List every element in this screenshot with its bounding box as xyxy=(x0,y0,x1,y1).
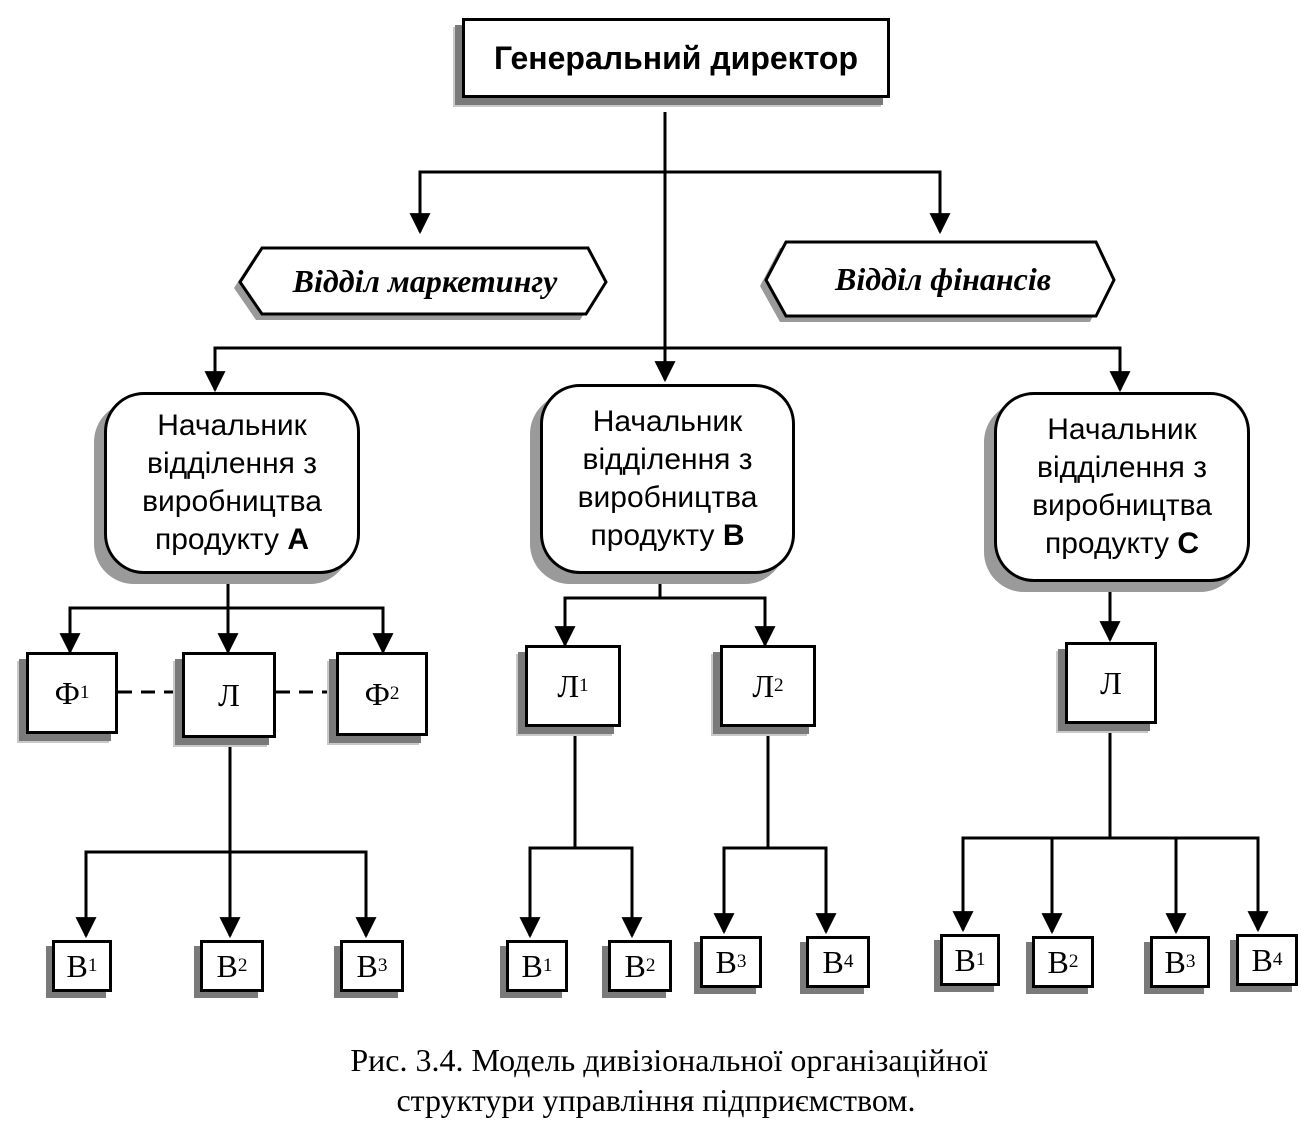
leaf-c-b3-index: 3 xyxy=(1185,951,1196,972)
head-b-product: В xyxy=(722,519,745,552)
division-c-leaf-bus xyxy=(961,836,1260,930)
leaf-c-b2-letter: В xyxy=(1047,943,1069,980)
unit-a-l-letter: Л xyxy=(218,676,240,713)
finance-shape xyxy=(764,240,1116,318)
unit-b-l1-letter: Л xyxy=(557,667,580,704)
unit-b-l1-index: 1 xyxy=(579,675,589,696)
head-b-line-2: відділення з xyxy=(582,443,753,476)
leaf-a-b2-letter: В xyxy=(216,947,238,984)
leaf-c-b3-letter: В xyxy=(1164,943,1186,980)
leaf-a-b1-index: 1 xyxy=(87,955,98,976)
unit-a-l: Л xyxy=(182,652,276,738)
head-b-line-3: виробництва xyxy=(577,481,758,514)
leaf-a-b3-letter: В xyxy=(356,947,378,984)
head-c-line-3: виробництва xyxy=(1032,489,1212,522)
leaf-b-b1-index: 1 xyxy=(542,955,553,976)
division-head-a: Начальник відділення з виробництва проду… xyxy=(104,392,360,574)
head-a-line-4: продукту xyxy=(154,523,279,556)
head-a-line-3: виробництва xyxy=(142,485,322,518)
leaf-b-b2-index: 2 xyxy=(645,955,656,976)
marketing-shape xyxy=(238,246,608,316)
unit-b-l2-letter: Л xyxy=(752,667,775,704)
head-c-line-1: Начальник xyxy=(1047,413,1197,446)
unit-a-f2-letter: Ф xyxy=(364,675,390,712)
head-a-line-1: Начальник xyxy=(157,409,307,442)
l2-leaf-bus xyxy=(722,846,828,932)
division-a-leaf-bus xyxy=(84,850,368,936)
director-label: Генеральний директор xyxy=(493,39,859,76)
leaf-b-b4-letter: В xyxy=(822,943,844,980)
division-head-c: Начальник відділення з виробництва проду… xyxy=(994,392,1250,582)
department-finance-label: Відділ фінансів xyxy=(834,260,1051,297)
leaf-c-b1-letter: В xyxy=(954,941,976,978)
leaf-b-b1-letter: В xyxy=(521,947,543,984)
unit-a-f1-index: 1 xyxy=(79,682,90,703)
head-c-line-2: відділення з xyxy=(1037,451,1207,484)
division-head-b: Начальник відділення з виробництва проду… xyxy=(540,384,795,574)
head-a-product: А xyxy=(287,523,309,556)
leaf-c-b2-index: 2 xyxy=(1068,951,1079,972)
head-b-line-4: продукту xyxy=(590,519,715,552)
division-b-bus xyxy=(563,596,767,645)
head-c-line-4: продукту xyxy=(1044,527,1169,560)
department-marketing: Відділ маркетингу xyxy=(250,248,600,314)
director-box: Генеральний директор xyxy=(462,18,890,98)
head-c-product: С xyxy=(1177,527,1199,560)
leaf-a-b2-index: 2 xyxy=(237,955,248,976)
leaf-b-b4-index: 4 xyxy=(843,951,854,972)
leaf-a-b1-letter: В xyxy=(66,947,88,984)
department-finance: Відділ фінансів xyxy=(778,242,1108,316)
head-a-line-2: відділення з xyxy=(147,447,317,480)
caption-line-1: Рис. 3.4. Модель дивізіональної організа… xyxy=(350,1042,988,1078)
leaf-b-b2-letter: В xyxy=(624,947,646,984)
head-b-line-1: Начальник xyxy=(592,405,743,438)
l1-leaf-bus xyxy=(528,846,634,936)
unit-c-l: Л xyxy=(1065,642,1157,724)
leaf-c-b4-letter: В xyxy=(1251,941,1273,978)
leaf-c-b4-index: 4 xyxy=(1272,949,1283,970)
leaf-b-b3-letter: В xyxy=(715,943,737,980)
department-shapes xyxy=(234,240,1116,322)
figure-caption: Рис. 3.4. Модель дивізіональної організа… xyxy=(0,1040,1308,1120)
unit-a-f1-letter: Ф xyxy=(54,674,80,711)
department-marketing-label: Відділ маркетингу xyxy=(292,262,558,299)
unit-b-l2-index: 2 xyxy=(774,675,784,696)
director-to-departments-line xyxy=(418,170,942,232)
leaf-a-b3-index: 3 xyxy=(377,955,388,976)
caption-line-2: структури управління підприємством. xyxy=(396,1082,916,1118)
leaf-c-b1-index: 1 xyxy=(975,949,986,970)
unit-c-l-letter: Л xyxy=(1100,664,1122,701)
leaf-b-b3-index: 3 xyxy=(736,951,747,972)
heads-bus-line xyxy=(213,346,1122,388)
unit-a-f2-index: 2 xyxy=(389,683,400,704)
